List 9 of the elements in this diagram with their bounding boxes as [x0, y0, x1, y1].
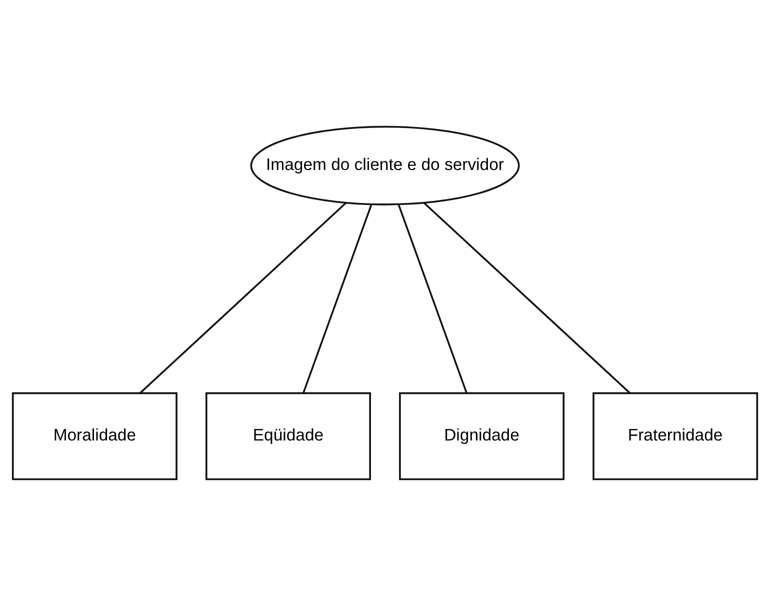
- node-box: Fraternidade: [592, 392, 758, 480]
- connector: [302, 204, 372, 394]
- connector: [140, 202, 346, 394]
- connector: [424, 202, 630, 394]
- node-box: Eqüidade: [206, 392, 371, 480]
- connector: [398, 204, 468, 394]
- node-ellipse: Imagem do cliente e do servidor: [250, 126, 520, 206]
- node-box: Moralidade: [12, 392, 178, 480]
- node-box: Dignidade: [399, 392, 564, 480]
